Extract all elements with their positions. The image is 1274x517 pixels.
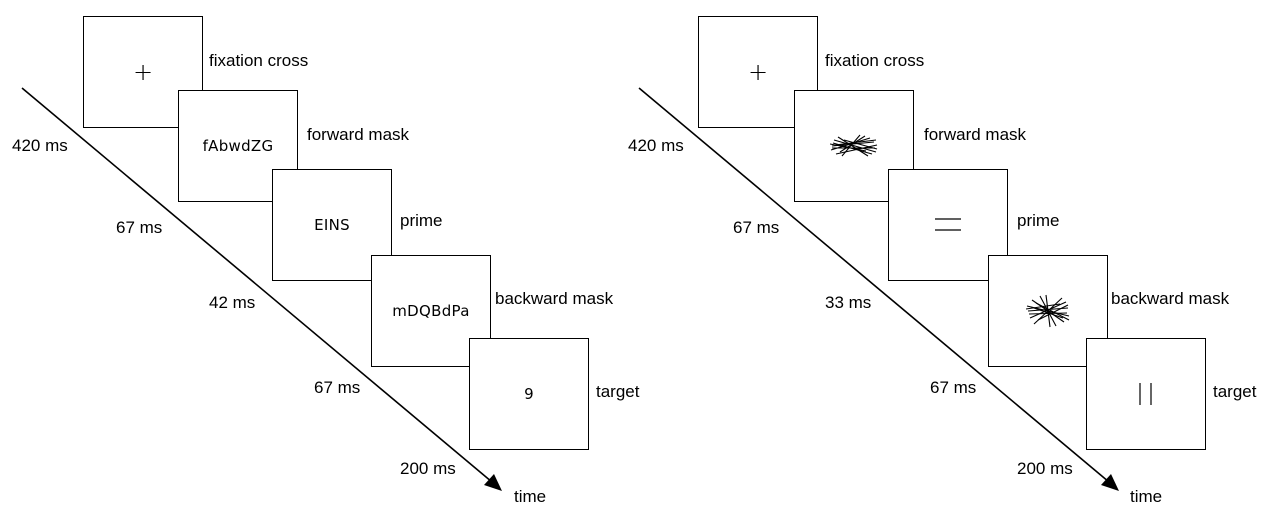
- time-axis: [638, 87, 1119, 491]
- frame-target: [1086, 338, 1206, 450]
- frame-target: 9: [469, 338, 589, 450]
- backward-mask-stimulus: mDQBdPa: [392, 302, 470, 320]
- duration-fixation: 420 ms: [12, 136, 68, 155]
- frame-label-prime: prime: [1017, 211, 1060, 230]
- trial-diagram-words: 420 ms 67 ms 42 ms 67 ms 200 ms + fixati…: [12, 16, 640, 506]
- forward-mask-stimulus: fAbwdZG: [202, 137, 274, 155]
- frame-label-target: target: [596, 382, 640, 401]
- time-axis: [21, 87, 502, 491]
- trial-diagram-symbols: 420 ms 67 ms 33 ms 67 ms 200 ms + fixati…: [617, 0, 1257, 517]
- frame-label-forward-mask: forward mask: [307, 125, 410, 144]
- fixation-cross-stimulus: +: [132, 58, 154, 86]
- frame-label-prime: prime: [400, 211, 443, 230]
- duration-backward-mask: 67 ms: [314, 378, 361, 397]
- duration-target: 200 ms: [1017, 459, 1073, 478]
- time-axis-label: time: [514, 487, 547, 506]
- frame-label-fixation: fixation cross: [825, 51, 925, 70]
- scribble-mask-icon: [1026, 294, 1070, 328]
- frame-label-target: target: [1213, 382, 1257, 401]
- frame-fixation: +: [698, 16, 818, 128]
- frame-backward-mask: mDQBdPa: [371, 255, 491, 367]
- two-horizontal-lines-icon: [935, 218, 961, 231]
- frame-label-backward-mask: backward mask: [495, 289, 614, 308]
- frame-forward-mask: fAbwdZG: [178, 90, 298, 202]
- duration-prime: 42 ms: [209, 293, 256, 312]
- duration-forward-mask: 67 ms: [116, 218, 163, 237]
- plus-icon: +: [747, 58, 769, 86]
- duration-forward-mask: 67 ms: [733, 218, 780, 237]
- prime-stimulus: EINS: [314, 216, 350, 234]
- frame-label-forward-mask: forward mask: [924, 125, 1027, 144]
- duration-prime: 33 ms: [825, 293, 872, 312]
- target-stimulus: 9: [524, 385, 534, 403]
- frame-label-backward-mask: backward mask: [1111, 289, 1230, 308]
- scribble-mask-icon: [830, 134, 878, 157]
- duration-target: 200 ms: [400, 459, 456, 478]
- duration-backward-mask: 67 ms: [930, 378, 977, 397]
- time-axis-label: time: [1130, 487, 1163, 506]
- two-vertical-lines-icon: [1139, 383, 1152, 405]
- frame-label-fixation: fixation cross: [209, 51, 309, 70]
- duration-fixation: 420 ms: [628, 136, 684, 155]
